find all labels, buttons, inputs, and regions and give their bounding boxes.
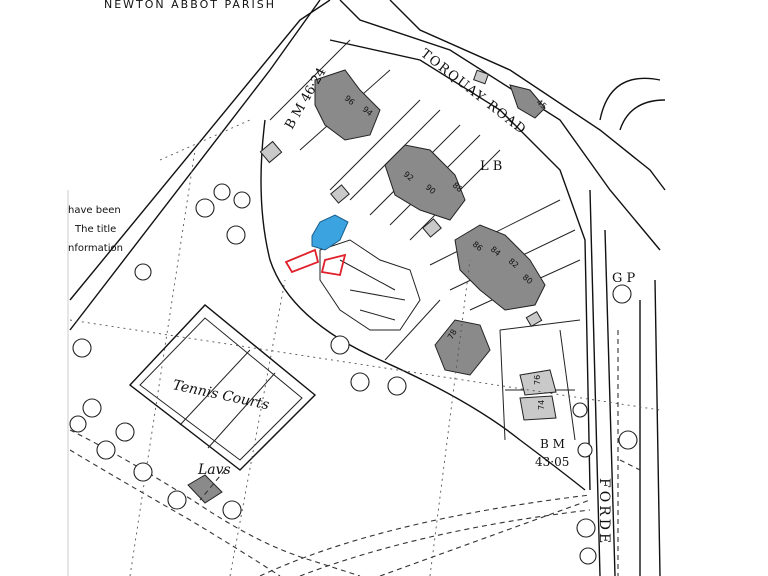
building-96 [314,69,381,141]
tennis-courts [128,304,317,471]
tree-icon [579,547,597,565]
lb-label: L B [480,159,502,174]
tree-icon [222,500,242,520]
tree-icon [195,198,215,218]
tree-icon [387,376,407,396]
tree-icon [167,490,187,510]
tree-icon [577,442,593,458]
bm-bottom-label-2: 43·05 [535,455,569,469]
new-development-block [319,239,421,331]
tree-icon [576,518,596,538]
tree-icon [618,430,638,450]
house-number: 74 [537,400,546,410]
forde-label: FORDE [596,478,612,546]
tree-icon [133,462,153,482]
dotted-lines [69,119,661,576]
building-74 [519,395,557,421]
tennis-courts-label: Tennis Courts [171,377,271,413]
house-number: 78 [446,328,459,341]
road-outlines [69,0,666,576]
note-line-1: have been [68,205,121,216]
tree-icon [330,335,350,355]
tree-icon [213,183,231,201]
note-line-2: The title [74,224,116,235]
tree-icon [233,191,251,209]
building-lavs [187,474,223,504]
tree-icon [96,440,116,460]
tree-icon [350,372,370,392]
building-88 [384,144,466,221]
tree-icon [69,415,87,433]
trees [69,183,638,565]
tree-icon [572,402,588,418]
red-boundary-access [284,248,320,274]
highlighted-plot [311,214,349,251]
red-boundary-plot [320,253,347,277]
house-number: 76 [533,375,542,385]
lavs-label: Lavs [197,462,231,478]
bm-bottom-label-1: B M [540,437,565,451]
building-73 [519,369,557,396]
footpaths [69,330,641,576]
tree-icon [612,284,632,304]
tree-icon [72,338,92,358]
gp-label: G P [612,271,636,286]
tree-icon [134,263,152,281]
tree-icon [82,398,102,418]
tree-icon [115,422,135,442]
building-80 [454,224,546,311]
buildings [187,69,557,504]
parish-label: NEWTON ABBOT PARISH [104,0,276,11]
building-45 [509,84,546,119]
note-line-3: nformation [68,243,123,254]
building-72 [434,319,491,376]
tree-icon [226,225,246,245]
